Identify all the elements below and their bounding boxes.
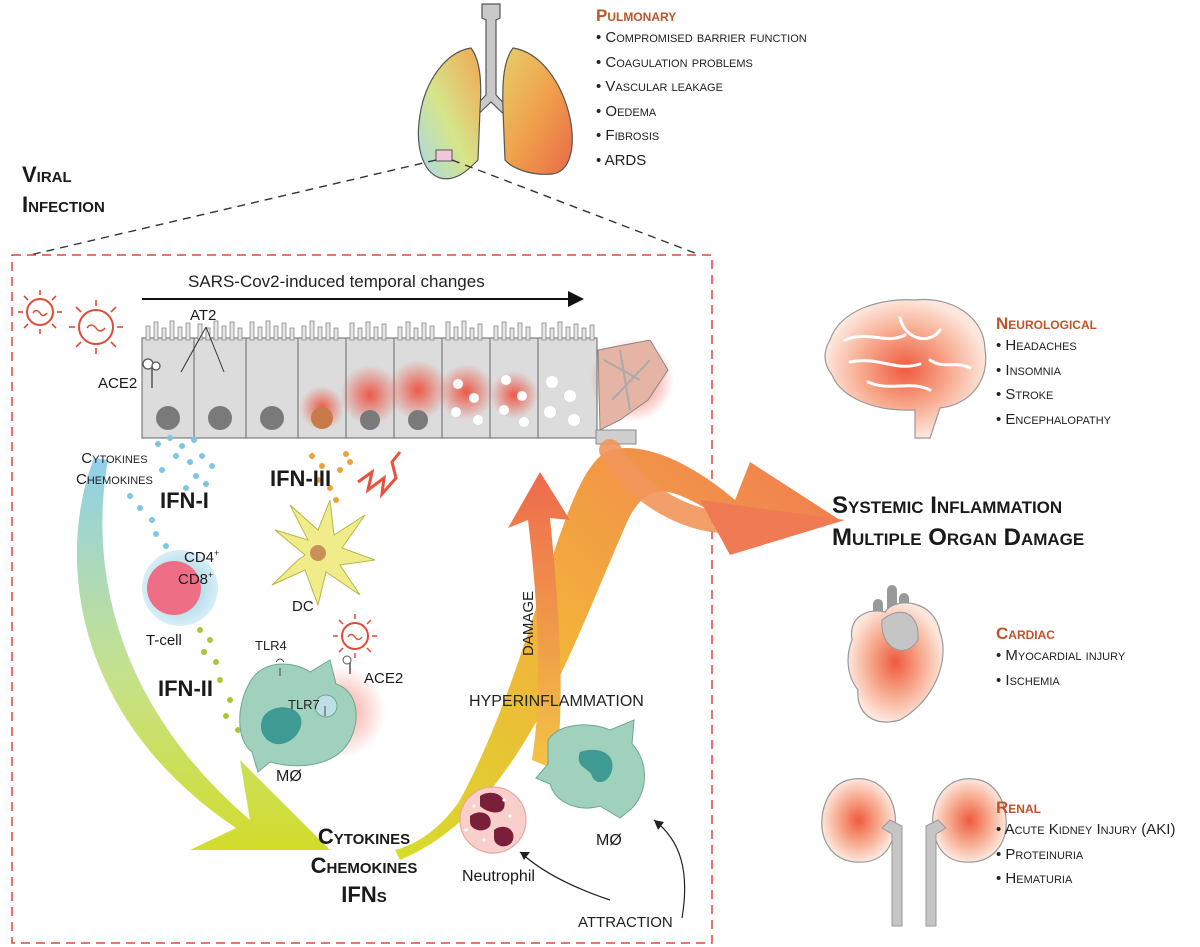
attraction-label: ATTRACTION: [578, 914, 673, 931]
attraction-arrow-2: [653, 819, 686, 919]
pulmonary-item: Vascular leakage: [596, 75, 807, 100]
epithelium: [141, 320, 674, 445]
pulmonary-heading: Pulmonary: [596, 6, 677, 25]
at2-pointer-1: [180, 326, 207, 373]
at2-pointer-2: [205, 326, 225, 373]
ace2-label-macrophage: ACE2: [364, 670, 404, 687]
ace2-receptor-macrophage: [342, 655, 352, 674]
neurological-item: Insomnia: [996, 359, 1111, 384]
renal-item: Proteinuria: [996, 843, 1175, 868]
viral-infection-line1: Viral: [22, 162, 72, 187]
systemic-spread-arrow: [395, 448, 840, 860]
pulmonary-item: ARDS: [596, 149, 807, 174]
neutrophil: [459, 786, 527, 854]
cytokines-top-line2: Chemokines: [76, 471, 153, 488]
neutrophil-label: Neutrophil: [462, 868, 535, 885]
systemic-line1: Systemic Inflammation: [832, 492, 1063, 519]
t-cell: [142, 550, 218, 626]
right-lung: [502, 47, 573, 175]
at2-label: AT2: [190, 307, 217, 324]
attraction-arrow-1: [519, 851, 611, 901]
kidneys: [821, 778, 1007, 927]
cytokines-top-line1: Cytokines: [81, 450, 148, 467]
dc-label: DC: [292, 598, 314, 615]
bottom-line2: Chemokines: [310, 853, 418, 878]
renal-heading: Renal: [996, 798, 1041, 817]
macrophage-1: [239, 658, 386, 773]
ace2-label-top: ACE2: [98, 375, 138, 392]
cardiac-item: Myocardial injury: [996, 644, 1125, 669]
zoom-line-right: [451, 159, 701, 256]
left-lung: [417, 47, 482, 180]
ifn3-label: IFN-III: [270, 466, 332, 491]
bottom-line3: IFNs: [341, 882, 387, 907]
innate-response-arrow: [76, 458, 330, 850]
neurological-item: Headaches: [996, 334, 1111, 359]
hyperinflammation-label: HYPERINFLAMMATION: [469, 693, 644, 710]
cd8-text: CD8: [178, 571, 209, 588]
brain: [824, 298, 987, 439]
macrophage-2-label: MØ: [596, 832, 622, 849]
cardiac-block: Cardiac Myocardial injury Ischemia: [996, 624, 1125, 693]
pulmonary-item: Coagulation problems: [596, 51, 807, 76]
lung-tissue-inset: [435, 149, 453, 162]
tlr7-label: TLR7: [288, 697, 320, 712]
neurological-block: Neurological Headaches Insomnia Stroke E…: [996, 314, 1111, 432]
bottom-mediators-label: Cytokines Chemokines IFNs: [290, 822, 438, 909]
systemic-arrowhead: [700, 500, 845, 555]
systemic-label: Systemic Inflammation Multiple Organ Dam…: [832, 490, 1084, 554]
macrophage-1-label: MØ: [276, 768, 302, 785]
timeline-arrowhead: [568, 291, 584, 307]
viral-infection-line2: Infection: [22, 192, 105, 217]
timeline-label: SARS-Cov2-induced temporal changes: [188, 272, 485, 291]
virus-particle-3: [333, 614, 377, 658]
cardiac-item: Ischemia: [996, 669, 1125, 694]
pulmonary-item: Compromised barrier function: [596, 26, 806, 51]
trachea: [461, 3, 521, 125]
damage-label: DAMAGE: [520, 590, 537, 656]
renal-block: Renal Acute Kidney Injury (AKI) Proteinu…: [996, 798, 1175, 892]
cytokines-label-top: Cytokines Chemokines: [76, 448, 153, 490]
ifn1-label: IFN-I: [160, 488, 209, 513]
cytokine-dots-blue: [127, 435, 215, 549]
neurological-heading: Neurological: [996, 314, 1097, 333]
heart: [847, 585, 944, 723]
lungs: [417, 3, 573, 180]
cytokine-dots-orange: [309, 451, 353, 503]
viral-infection-label: Viral Infection: [22, 160, 105, 220]
ifn2-label: IFN-II: [158, 676, 213, 701]
virus-particle-1: [18, 290, 62, 334]
cd8-label: CD8+: [178, 570, 213, 588]
cd4-sup: +: [214, 548, 220, 558]
cardiac-heading: Cardiac: [996, 624, 1055, 643]
ace2-receptor-top: [142, 358, 161, 388]
cd4-label: CD4+: [184, 548, 219, 566]
virus-particle-2: [69, 300, 123, 354]
neurological-item: Encephalopathy: [996, 408, 1111, 433]
mechanism-panel-border: [11, 254, 713, 944]
tcell-label: T-cell: [146, 632, 182, 649]
damage-arrow: [508, 472, 570, 770]
macrophage-2: [535, 719, 645, 819]
pulmonary-item: Oedema: [596, 100, 807, 125]
systemic-line2: Multiple Organ Damage: [832, 524, 1085, 551]
dendritic-cell: [271, 499, 376, 607]
cytokine-dots-green: [197, 627, 241, 733]
neurological-item: Stroke: [996, 383, 1111, 408]
cd4-text: CD4: [184, 549, 215, 566]
renal-item: Acute Kidney Injury (AKI): [996, 818, 1176, 843]
pulmonary-block: Pulmonary Compromised barrier function C…: [596, 6, 807, 173]
bottom-line1: Cytokines: [317, 824, 411, 849]
ifn3-signal-zigzag: [357, 451, 402, 499]
cd8-sup: +: [208, 570, 214, 580]
tlr4-label: TLR4: [255, 638, 287, 653]
pulmonary-item: Fibrosis: [596, 124, 807, 149]
renal-item: Hematuria: [996, 867, 1175, 892]
